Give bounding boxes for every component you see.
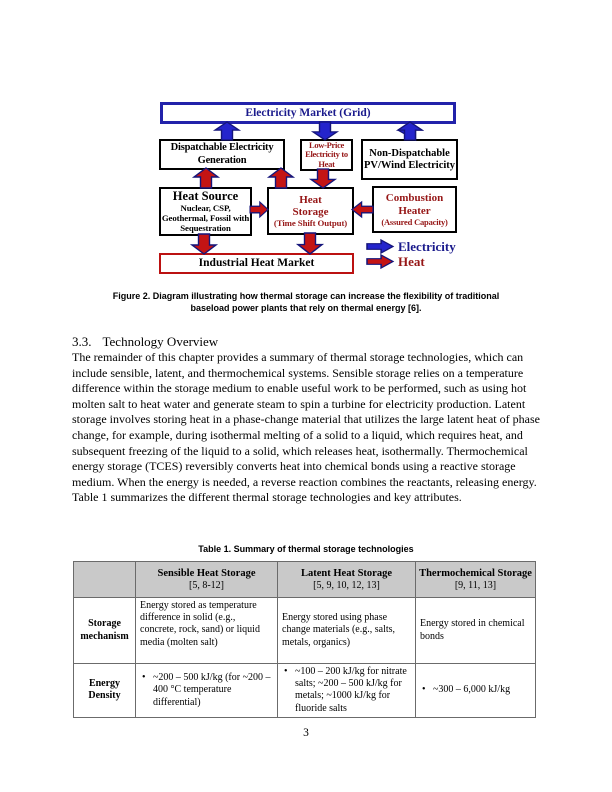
figure2-caption-line2: baseload power plants that rely on therm… <box>190 302 422 313</box>
arrow-heat-storage-to-dispatchable-icon <box>266 167 296 189</box>
table-header-row: Sensible Heat Storage [5, 8-12] Latent H… <box>73 561 536 598</box>
row-label-storage-mechanism: Storage mechanism <box>73 597 136 664</box>
table-header-sensible-refs: [5, 8-12] <box>189 579 224 591</box>
box-heat-source-subtitle: Nuclear, CSP, Geothermal, Fossil with Se… <box>161 203 250 233</box>
legend-heat-arrow-icon <box>366 253 395 270</box>
arrow-combustion-to-heat-storage-icon <box>350 200 374 219</box>
box-low-price-electricity: Low-Price Electricity to Heat <box>300 139 353 171</box>
arrow-dispatchable-to-grid-icon <box>212 121 242 141</box>
box-non-dispatchable-pv-wind: Non-Dispatchable PV/Wind Electricity <box>361 139 458 180</box>
cell-sensible-mechanism: Energy stored as temperature difference … <box>135 597 278 664</box>
box-electricity-market-label: Electricity Market (Grid) <box>245 106 371 119</box>
box-low-price-electricity-label: Low-Price Electricity to Heat <box>305 140 348 169</box>
table-header-thermochemical-refs: [9, 11, 13] <box>454 579 497 591</box>
table1-title: Table 1. Summary of thermal storage tech… <box>198 544 414 554</box>
table-header-latent: Latent Heat Storage [5, 9, 10, 12, 13] <box>277 561 416 598</box>
legend-heat-label: Heat <box>398 254 425 269</box>
legend-electricity-arrow-icon <box>366 238 395 255</box>
table-row-storage-mechanism: Storage mechanism Energy stored as tempe… <box>73 597 536 664</box>
cell-latent-density: ~100 – 200 kJ/kg for nitrate salts; ~200… <box>277 663 416 718</box>
box-heat-storage-subtitle: (Time Shift Output) <box>273 218 348 228</box>
box-electricity-market: Electricity Market (Grid) <box>160 102 456 124</box>
arrow-low-price-to-heat-storage-icon <box>308 168 338 189</box>
table-header-sensible: Sensible Heat Storage [5, 8-12] <box>135 561 278 598</box>
cell-latent-density-text: ~100 – 200 kJ/kg for nitrate salts; ~200… <box>282 666 411 715</box>
cell-latent-mechanism: Energy stored using phase change materia… <box>277 597 416 664</box>
section-heading: 3.3. Technology Overview <box>72 334 218 350</box>
figure2-caption-line1: Figure 2. Diagram illustrating how therm… <box>112 291 500 301</box>
arrow-non-dispatchable-to-grid-icon <box>395 121 425 142</box>
box-non-dispatchable-pv-wind-label: Non-Dispatchable PV/Wind Electricity <box>363 147 456 171</box>
page-number: 3 <box>303 727 309 739</box>
cell-sensible-density-text: ~200 – 500 kJ/kg (for ~200 – 400 °C temp… <box>140 672 273 709</box>
table-row-energy-density: Energy Density ~200 – 500 kJ/kg (for ~20… <box>73 663 536 718</box>
box-combustion-heater-title: Combustion Heater <box>385 192 444 217</box>
table-header-latent-name: Latent Heat Storage <box>301 567 392 579</box>
arrow-heat-source-to-industrial-icon <box>189 233 219 255</box>
cell-thermochemical-density-text: ~300 – 6,000 kJ/kg <box>420 684 531 696</box>
box-industrial-heat-market-label: Industrial Heat Market <box>198 257 315 270</box>
figure2-caption: Figure 2. Diagram illustrating how therm… <box>76 291 536 314</box>
box-heat-storage: Heat Storage (Time Shift Output) <box>267 187 354 235</box>
table-header-empty <box>73 561 136 598</box>
table-header-sensible-name: Sensible Heat Storage <box>157 567 256 579</box>
box-combustion-heater: Combustion Heater (Assured Capacity) <box>372 186 457 233</box>
box-heat-storage-title: Heat Storage <box>292 194 329 218</box>
summary-table: Sensible Heat Storage [5, 8-12] Latent H… <box>73 561 536 718</box>
section-title: Technology Overview <box>102 334 219 349</box>
section-number: 3.3. <box>72 334 92 349</box>
box-heat-source-title: Heat Source <box>172 189 239 203</box>
cell-sensible-density: ~200 – 500 kJ/kg (for ~200 – 400 °C temp… <box>135 663 278 718</box>
table-header-thermochemical: Thermochemical Storage [9, 11, 13] <box>415 561 536 598</box>
box-dispatchable-generation-label: Dispatchable Electricity Generation <box>170 142 274 166</box>
arrow-heat-storage-to-industrial-icon <box>295 232 325 255</box>
row-label-energy-density: Energy Density <box>73 663 136 718</box>
arrow-heat-source-to-heat-storage-icon <box>249 200 269 219</box>
body-paragraph: The remainder of this chapter provides a… <box>72 350 540 505</box>
arrow-grid-to-low-price-icon <box>310 121 340 141</box>
table-header-thermochemical-name: Thermochemical Storage <box>419 567 532 579</box>
figure2-diagram: Electricity Market (Grid) Dispatchable E… <box>0 0 612 285</box>
table-header-latent-refs: [5, 9, 10, 12, 13] <box>313 579 380 591</box>
legend-electricity-label: Electricity <box>398 239 456 254</box>
cell-thermochemical-mechanism: Energy stored in chemical bonds <box>415 597 536 664</box>
box-dispatchable-generation: Dispatchable Electricity Generation <box>159 139 285 170</box>
box-heat-source: Heat Source Nuclear, CSP, Geothermal, Fo… <box>159 187 252 236</box>
box-combustion-heater-subtitle: (Assured Capacity) <box>381 217 448 227</box>
cell-thermochemical-density: ~300 – 6,000 kJ/kg <box>415 663 536 718</box>
box-industrial-heat-market: Industrial Heat Market <box>159 253 354 274</box>
arrow-heat-source-to-dispatchable-icon <box>191 167 221 189</box>
